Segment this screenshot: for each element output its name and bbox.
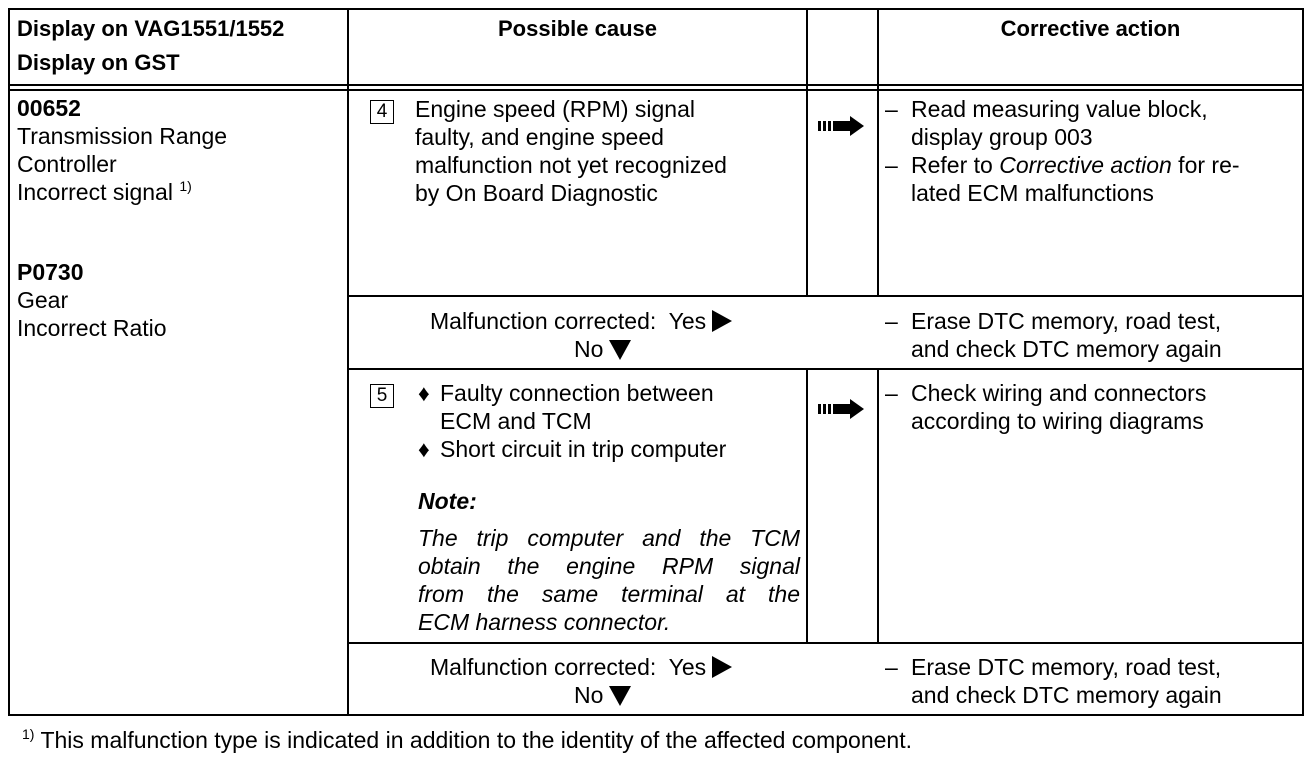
dash-marker: – [885, 308, 898, 334]
table-border-bottom [8, 714, 1304, 716]
header-corrective-action: Corrective action [1000, 16, 1181, 41]
row-divider-2 [347, 368, 1304, 370]
corrected1-yes: Yes [668, 308, 707, 334]
corrected1-label: Malfunction corrected: [430, 308, 657, 334]
footnote: 1) This malfunction type is indicated in… [22, 726, 912, 754]
step5-bullet-1-line1: ♦ Faulty connection between [418, 379, 714, 407]
header-col1-line2: Display on GST [17, 50, 180, 75]
corrected1-action-text2: and check DTC memory again [911, 336, 1222, 362]
col3-divider-header [806, 8, 808, 90]
step5-action-text1: Check wiring and connectors [911, 380, 1207, 406]
right-arrow-icon [818, 116, 864, 136]
diamond-bullet-icon: ♦ [418, 380, 430, 406]
row-divider-1 [347, 295, 1304, 297]
corrected2-no-line: No [574, 681, 632, 709]
step4-action-2-text2: lated ECM malfunctions [911, 180, 1154, 206]
triangle-right-icon [712, 656, 733, 678]
corrected1-action-text1: Erase DTC memory, road test, [911, 308, 1222, 334]
footnote-mark: 1) [22, 726, 35, 742]
col4-divider-step5 [877, 368, 879, 643]
step4-cause-4: by On Board Diagnostic [415, 180, 658, 206]
step4-action-1-line1: –Read measuring value block, [885, 95, 1208, 123]
footnote-ref: 1) [179, 178, 192, 194]
step5-note-line2: obtain the engine RPM signal [418, 553, 800, 579]
fault-code-p0730: P0730 [17, 259, 84, 285]
corrected1-action-line2: and check DTC memory again [885, 335, 1222, 363]
dash-marker: – [885, 654, 898, 680]
header-divider-2 [8, 89, 1304, 91]
dash-marker: – [885, 96, 898, 122]
step-number-5: 5 [370, 384, 394, 408]
corrected2-action-text1: Erase DTC memory, road test, [911, 654, 1222, 680]
fault-code-00652-desc-3: Incorrect signal 1) [17, 178, 192, 206]
col4-divider-header [877, 8, 879, 90]
step4-action-2-post: for re- [1171, 152, 1240, 178]
step4-action-2-pre: Refer to [911, 152, 1000, 178]
step5-bullet-1-line2: ECM and TCM [440, 407, 592, 435]
triangle-right-icon [712, 310, 733, 332]
row-divider-3 [347, 642, 1304, 644]
col4-divider-step4 [877, 90, 879, 296]
step5-note-line3: from the same terminal at the [418, 581, 800, 607]
header-possible-cause: Possible cause [498, 16, 657, 41]
corrected2-no: No [574, 682, 604, 708]
step4-action-1-text1: Read measuring value block, [911, 96, 1208, 122]
step5-note-label: Note: [418, 488, 477, 514]
step5-bullet-1-text1: Faulty connection between [440, 380, 714, 406]
fault-code-00652: 00652 [17, 95, 81, 121]
fault-code-p0730-desc-1: Gear [17, 287, 69, 313]
dash-marker: – [885, 152, 898, 178]
corrected1-no-line: No [574, 335, 632, 363]
corrected2-action-line1: –Erase DTC memory, road test, [885, 653, 1221, 681]
step4-action-2-line2: lated ECM malfunctions [885, 179, 1154, 207]
fault-code-00652-desc-2: Controller [17, 151, 117, 177]
footnote-text: This malfunction type is indicated in ad… [40, 727, 912, 753]
step4-cause-3: malfunction not yet recognized [415, 152, 727, 178]
corrected2-yes-line: Malfunction corrected: Yes [430, 653, 733, 681]
col3-divider-step5 [806, 368, 808, 643]
corrected2-action-line2: and check DTC memory again [885, 681, 1222, 709]
dash-marker: – [885, 380, 898, 406]
step5-action-line2: according to wiring diagrams [885, 407, 1204, 435]
right-arrow-icon [818, 399, 864, 419]
triangle-down-icon [609, 686, 632, 706]
step5-bullet-2-line1: ♦ Short circuit in trip computer [418, 435, 726, 463]
step5-note-line1: The trip computer and the TCM [418, 525, 800, 551]
fault-code-p0730-desc-2: Incorrect Ratio [17, 315, 167, 341]
corrected1-no: No [574, 336, 604, 362]
diamond-bullet-icon: ♦ [418, 436, 430, 462]
fault-code-00652-desc-3-text: Incorrect signal [17, 179, 173, 205]
corrected2-action-text2: and check DTC memory again [911, 682, 1222, 708]
header-divider [8, 84, 1304, 86]
col3-divider-step4 [806, 90, 808, 296]
step5-action-line1: –Check wiring and connectors [885, 379, 1206, 407]
corrected2-label: Malfunction corrected: [430, 654, 657, 680]
corrected1-yes-line: Malfunction corrected: Yes [430, 307, 733, 335]
corrected1-action-line1: –Erase DTC memory, road test, [885, 307, 1221, 335]
step4-action-1-text2: display group 003 [911, 124, 1093, 150]
table-border-right [1302, 8, 1304, 716]
header-col1-line1: Display on VAG1551/1552 [17, 16, 285, 41]
fault-code-00652-desc-1: Transmission Range [17, 123, 228, 149]
step5-bullet-1-text2: ECM and TCM [440, 408, 592, 434]
triangle-down-icon [609, 340, 632, 360]
corrected2-yes: Yes [668, 654, 707, 680]
table-border-left [8, 8, 10, 716]
step5-action-text2: according to wiring diagrams [911, 408, 1204, 434]
col1-divider [347, 8, 349, 716]
step5-bullet-2-text1: Short circuit in trip computer [440, 436, 727, 462]
step4-cause-1: Engine speed (RPM) signal [415, 96, 695, 122]
step4-action-1-line2: display group 003 [885, 123, 1093, 151]
step4-action-2-line1: –Refer to Corrective action for re- [885, 151, 1240, 179]
step4-cause-2: faulty, and engine speed [415, 124, 664, 150]
step-number-4: 4 [370, 100, 394, 124]
step4-action-2-italic: Corrective action [999, 152, 1172, 178]
step5-note-line4: ECM harness connector. [418, 609, 671, 635]
table-border-top [8, 8, 1304, 10]
